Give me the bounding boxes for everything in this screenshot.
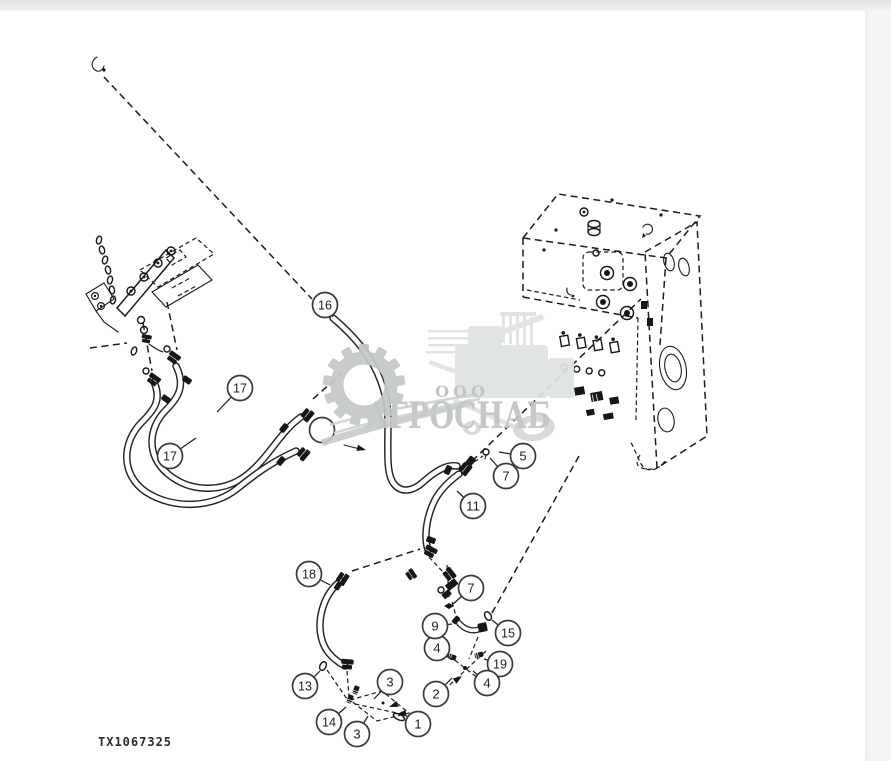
svg-text:4: 4 bbox=[483, 676, 490, 691]
callout-4: 4 bbox=[472, 669, 501, 697]
svg-text:18: 18 bbox=[302, 567, 316, 582]
lift-hook bbox=[91, 56, 106, 72]
svg-text:17: 17 bbox=[233, 381, 247, 396]
svg-text:13: 13 bbox=[298, 679, 312, 694]
svg-text:2: 2 bbox=[432, 687, 439, 702]
callout-5: 5 bbox=[498, 442, 537, 470]
direction-arrow bbox=[343, 444, 367, 454]
callout-18: 18 bbox=[295, 560, 331, 588]
bolt-cross-right bbox=[440, 650, 493, 694]
svg-text:5: 5 bbox=[519, 449, 526, 464]
valve-block bbox=[521, 193, 708, 471]
svg-text:19: 19 bbox=[493, 657, 507, 672]
callout-17: 17 bbox=[156, 437, 197, 470]
hose-18 bbox=[317, 570, 354, 700]
hose-16 bbox=[333, 318, 490, 490]
callout-1: 1 bbox=[400, 710, 432, 738]
adapter-fitting-stack bbox=[437, 566, 459, 609]
hose-17-pair bbox=[127, 345, 315, 504]
chain bbox=[95, 235, 117, 305]
svg-text:7: 7 bbox=[502, 469, 509, 484]
callout-19: 19 bbox=[483, 650, 514, 678]
callout-16: 16 bbox=[311, 291, 339, 319]
svg-text:4: 4 bbox=[433, 641, 440, 656]
bracket-bolt-group bbox=[345, 684, 411, 722]
callout-9: 9 bbox=[421, 612, 453, 640]
routing-dashed-line bbox=[103, 76, 313, 300]
callout-3: 3 bbox=[373, 668, 404, 700]
svg-text:16: 16 bbox=[318, 298, 332, 313]
svg-text:1: 1 bbox=[414, 717, 421, 732]
svg-text:3: 3 bbox=[353, 727, 360, 742]
o-ring-15 bbox=[482, 609, 494, 623]
diagram-line-art bbox=[85, 56, 708, 722]
callout-7: 7 bbox=[452, 574, 485, 605]
callout-2: 2 bbox=[422, 677, 453, 708]
callout-3: 3 bbox=[343, 715, 371, 748]
svg-text:14: 14 bbox=[322, 715, 336, 730]
callout-14: 14 bbox=[315, 706, 347, 736]
page-right-gutter bbox=[865, 10, 891, 761]
watermark: ООО АГРОСНАБ bbox=[320, 312, 574, 447]
svg-text:11: 11 bbox=[466, 499, 480, 514]
callout-7: 7 bbox=[489, 457, 520, 490]
svg-text:7: 7 bbox=[467, 581, 474, 596]
svg-text:9: 9 bbox=[431, 619, 438, 634]
swoosh-watermark-art bbox=[320, 392, 481, 447]
elbow-fitting-9 bbox=[451, 609, 494, 633]
watermark-name: АГРОСНАБ bbox=[365, 395, 551, 437]
callout-17: 17 bbox=[216, 374, 254, 413]
drawing-number: TX1067325 bbox=[98, 735, 173, 749]
page-top-bar bbox=[0, 0, 891, 11]
gear-watermark-icon bbox=[322, 344, 406, 426]
callout-13: 13 bbox=[291, 670, 321, 700]
harvester-watermark-art bbox=[426, 312, 574, 442]
o-ring-13 bbox=[317, 659, 329, 673]
callout-4: 4 bbox=[423, 634, 453, 662]
svg-text:17: 17 bbox=[163, 449, 177, 464]
manifold-assembly bbox=[85, 235, 216, 356]
watermark-prefix: ООО bbox=[435, 382, 489, 401]
callout-11: 11 bbox=[456, 490, 487, 520]
callout-15: 15 bbox=[491, 619, 522, 647]
svg-text:15: 15 bbox=[501, 626, 515, 641]
svg-text:3: 3 bbox=[386, 675, 393, 690]
